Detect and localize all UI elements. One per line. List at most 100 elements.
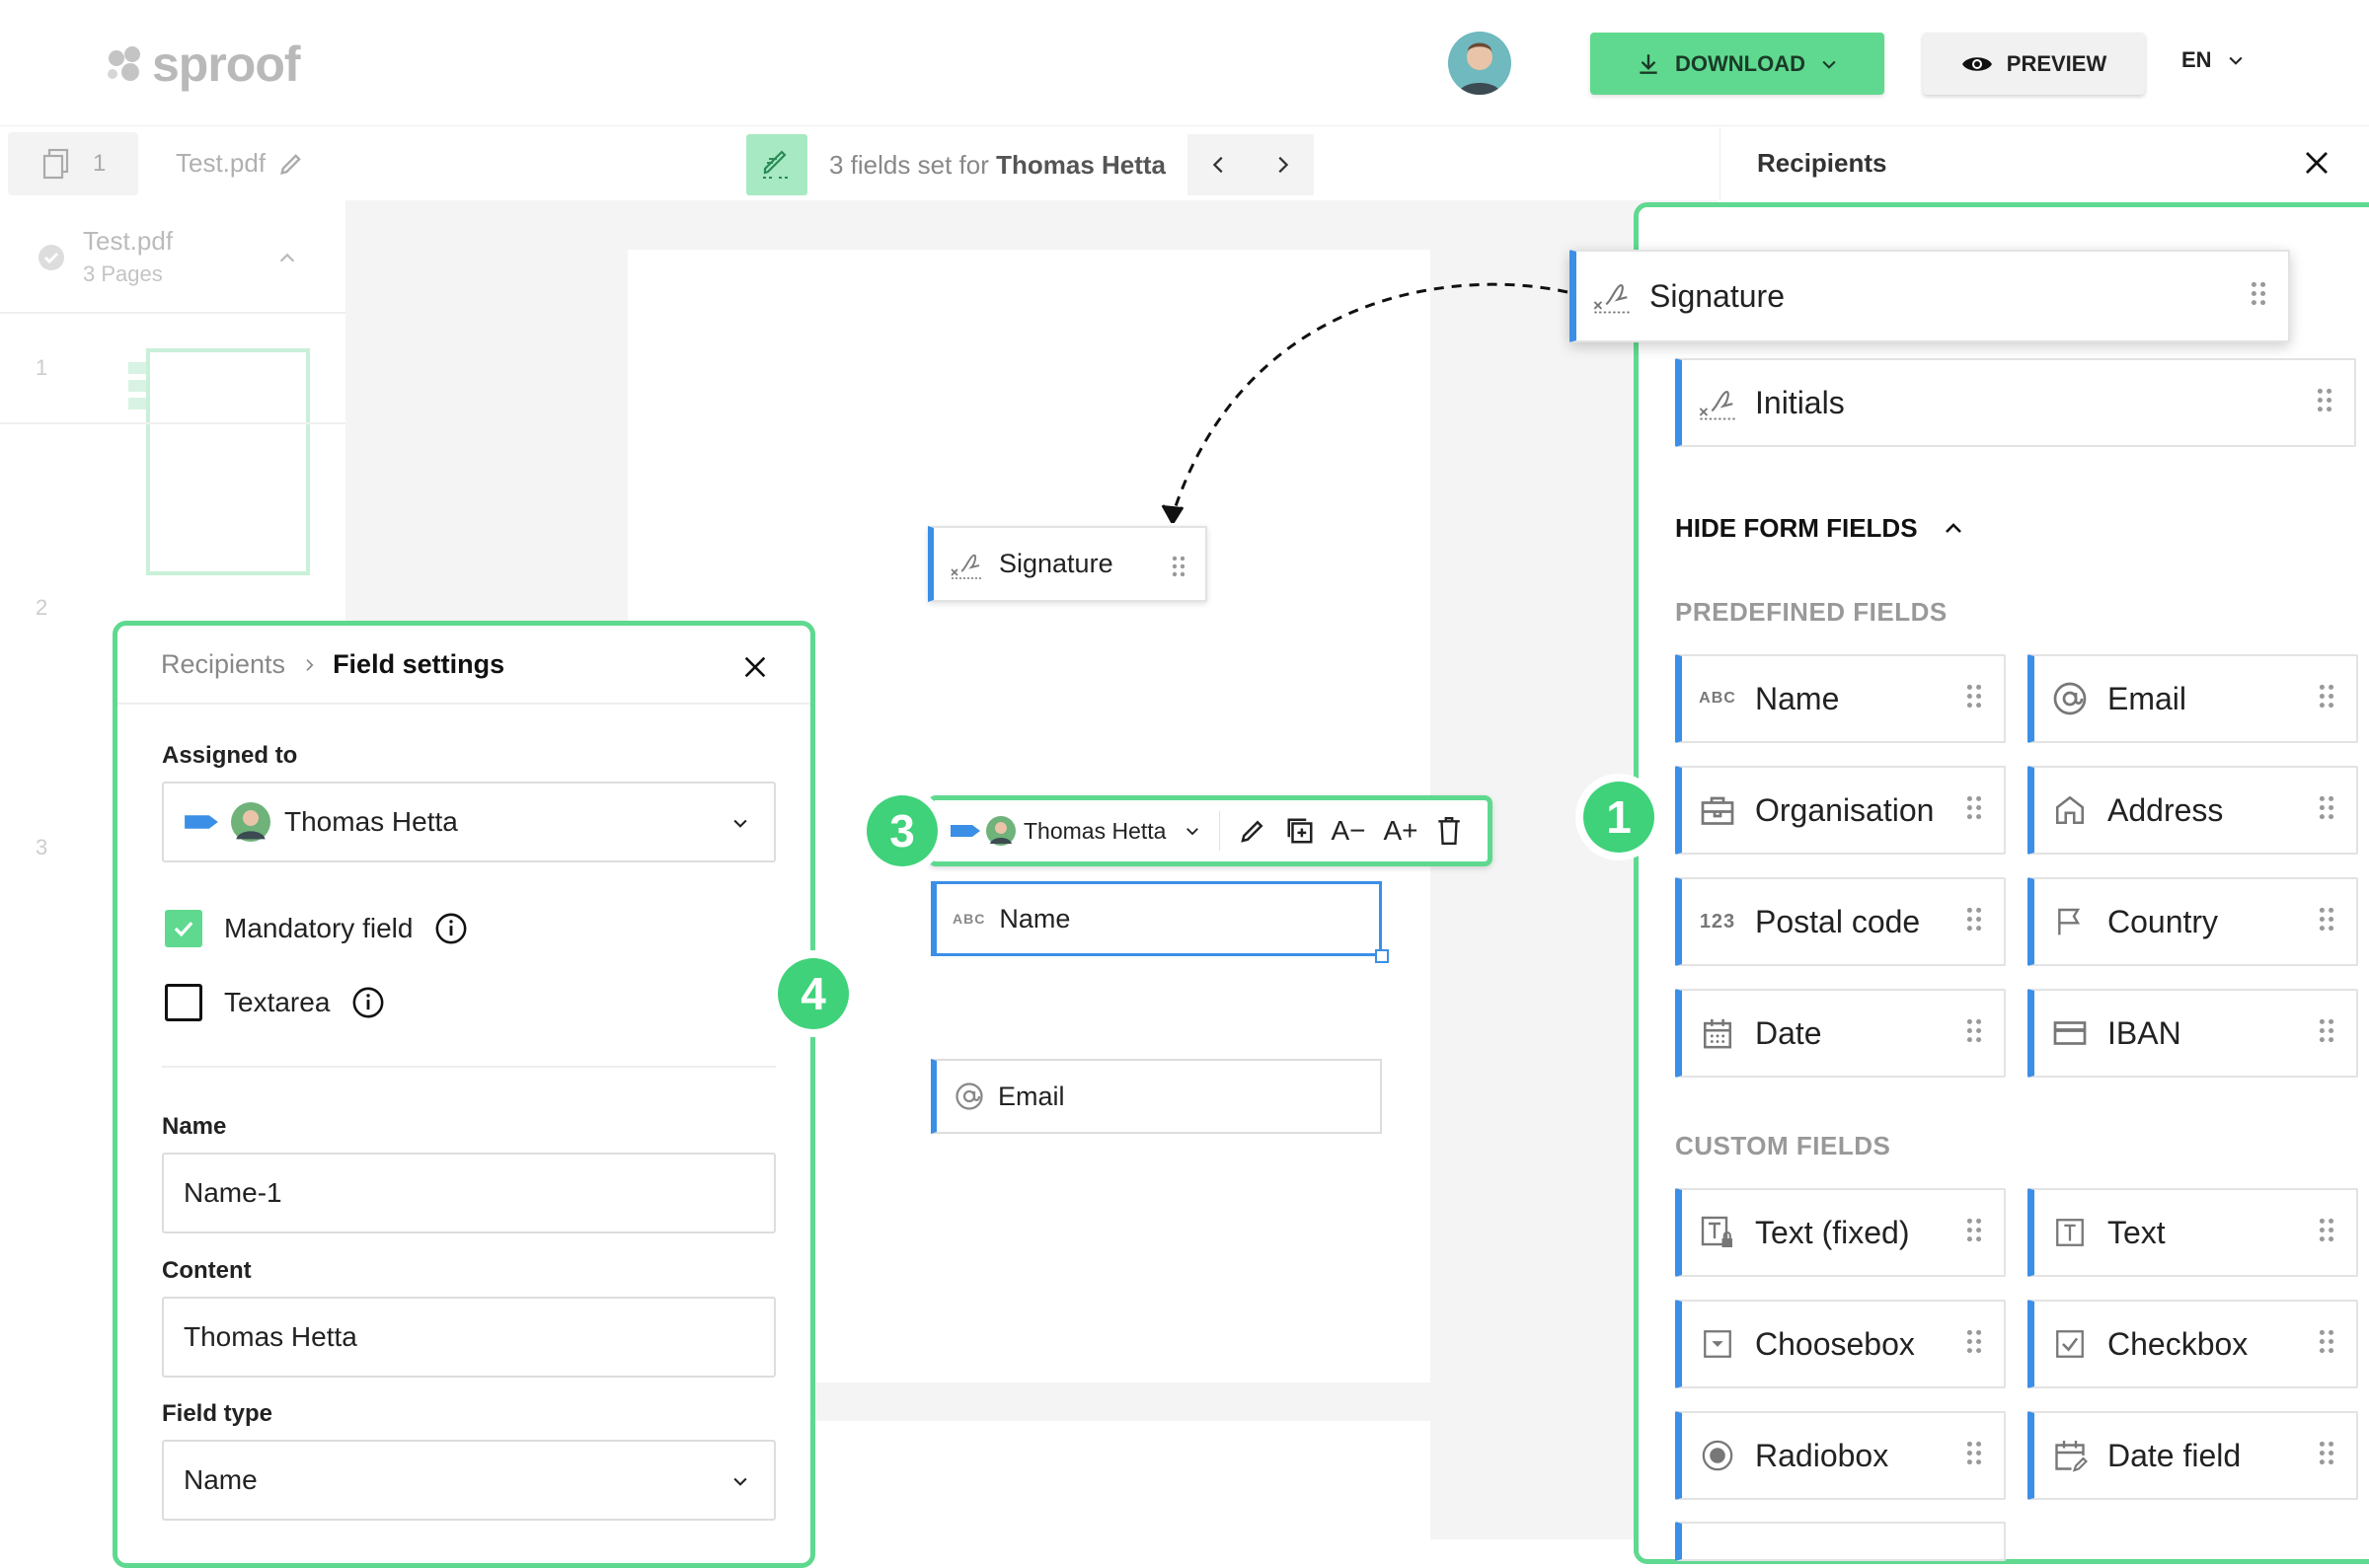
download-icon [1640, 53, 1657, 74]
field-partial[interactable] [1675, 1522, 2006, 1561]
name-input[interactable]: Name-1 [162, 1153, 776, 1233]
edit-pencil-icon[interactable] [1238, 816, 1267, 846]
field-date[interactable]: Date [1675, 989, 2006, 1078]
signature-fields-icon [746, 134, 807, 195]
drag-handle-icon[interactable] [2319, 681, 2334, 717]
breadcrumb: Recipients Field settings [161, 649, 504, 680]
info-icon[interactable] [434, 912, 468, 945]
language-select[interactable]: EN [2181, 47, 2246, 73]
initials-field-label: Initials [1755, 384, 1845, 420]
chevron-down-icon[interactable] [1184, 822, 1201, 840]
fields-status: 3 fields set for Thomas Hetta [746, 134, 1315, 195]
close-icon[interactable] [741, 653, 769, 681]
drag-handle-icon[interactable] [2319, 1015, 2334, 1052]
sproof-logo[interactable]: sproof [107, 36, 301, 93]
hide-form-fields-label: HIDE FORM FIELDS [1675, 513, 1918, 543]
step-badge-3: 3 [867, 795, 938, 866]
info-icon[interactable] [351, 986, 385, 1019]
divider [117, 703, 810, 705]
content-input[interactable]: Thomas Hetta [162, 1297, 776, 1378]
canvas-signature-field[interactable]: Signature [928, 526, 1207, 602]
chevron-up-icon[interactable] [276, 248, 298, 269]
field-choosebox[interactable]: Choosebox [1675, 1300, 2006, 1388]
logo-text: sproof [152, 37, 301, 92]
mandatory-field-option: Mandatory field [165, 910, 468, 947]
drag-handle-icon[interactable] [2319, 1326, 2334, 1363]
field-email[interactable]: Email [2027, 654, 2358, 743]
page-count[interactable]: 1 [8, 132, 138, 195]
field-iban-label: IBAN [2107, 1014, 2181, 1051]
field-address[interactable]: Address [2027, 766, 2358, 855]
drag-handle-icon[interactable] [1172, 556, 1185, 577]
field-radiobox[interactable]: Radiobox [1675, 1411, 2006, 1500]
drag-handle-icon[interactable] [1966, 1015, 1982, 1052]
drag-handle-icon[interactable] [2251, 278, 2266, 315]
close-recipients-button[interactable] [2302, 148, 2331, 183]
pencil-icon[interactable] [277, 150, 305, 178]
dragging-signature-field[interactable]: Signature [1569, 250, 2290, 342]
hide-form-fields-toggle[interactable]: HIDE FORM FIELDS [1675, 513, 1965, 544]
field-name[interactable]: ABC Name [1675, 654, 2006, 743]
drag-handle-icon[interactable] [2319, 1438, 2334, 1474]
mandatory-checkbox[interactable] [165, 910, 202, 947]
field-iban[interactable]: IBAN [2027, 989, 2358, 1078]
document-name[interactable]: Test.pdf [176, 148, 305, 179]
field-text[interactable]: Text [2027, 1188, 2358, 1277]
drag-handle-icon[interactable] [2319, 792, 2334, 829]
field-organisation[interactable]: Organisation [1675, 766, 2006, 855]
drag-handle-icon[interactable] [2319, 1215, 2334, 1251]
sidebar-doc-pages: 3 Pages [83, 261, 163, 286]
signature-icon [951, 554, 981, 579]
field-type-select[interactable]: Name [162, 1440, 776, 1521]
field-country[interactable]: Country [2027, 877, 2358, 966]
assigned-to-select[interactable]: Thomas Hetta [162, 782, 776, 862]
page-thumbnail-1[interactable] [146, 348, 310, 575]
prev-field-button[interactable] [1187, 134, 1252, 195]
briefcase-icon [1698, 793, 1737, 827]
field-checkbox[interactable]: Checkbox [2027, 1300, 2358, 1388]
drag-handle-icon[interactable] [1966, 1326, 1982, 1363]
drag-arrow [1161, 282, 1568, 523]
textarea-checkbox[interactable] [165, 984, 202, 1021]
top-bar: sproof DOWNLOAD PREVIEW EN [0, 0, 2369, 126]
user-avatar[interactable] [1448, 32, 1511, 95]
duplicate-icon[interactable] [1285, 816, 1315, 846]
text-fixed-icon [1698, 1215, 1737, 1250]
canvas-email-field[interactable]: Email [931, 1059, 1382, 1134]
drag-handle-icon[interactable] [2317, 385, 2332, 421]
chevron-down-icon [733, 1477, 747, 1486]
increase-font-button[interactable]: A+ [1383, 815, 1418, 846]
next-field-button[interactable] [1251, 134, 1315, 195]
field-type-label: Field type [162, 1400, 273, 1427]
trash-icon[interactable] [1436, 816, 1462, 846]
download-button[interactable]: DOWNLOAD [1590, 33, 1884, 95]
field-postal-code[interactable]: 123 Postal code [1675, 877, 2006, 966]
drag-handle-icon[interactable] [1966, 792, 1982, 829]
initials-field[interactable]: Initials [1675, 358, 2356, 447]
drag-handle-icon[interactable] [2319, 904, 2334, 940]
canvas-signature-label: Signature [999, 549, 1113, 578]
canvas-name-field[interactable]: ABC Name [931, 881, 1389, 963]
resize-handle[interactable] [1375, 949, 1389, 963]
chevron-right-icon [1278, 156, 1289, 174]
document-name-text: Test.pdf [176, 148, 267, 178]
recipients-header [1719, 127, 2369, 200]
field-name-label: Name [1755, 680, 1840, 716]
drag-handle-icon[interactable] [1966, 1438, 1982, 1474]
drag-handle-icon[interactable] [1966, 681, 1982, 717]
field-date-field[interactable]: Date field [2027, 1411, 2358, 1500]
drag-handle-icon[interactable] [1966, 904, 1982, 940]
flag-icon [2050, 905, 2090, 938]
chevron-right-icon [306, 658, 314, 671]
field-text-fixed[interactable]: Text (fixed) [1675, 1188, 2006, 1277]
radio-icon [1698, 1439, 1737, 1472]
breadcrumb-recipients[interactable]: Recipients [161, 649, 286, 679]
field-organisation-label: Organisation [1755, 791, 1935, 828]
decrease-font-button[interactable]: A− [1331, 815, 1366, 846]
sidebar-document[interactable]: Test.pdf 3 Pages [0, 200, 345, 314]
sidebar-doc-title: Test.pdf [83, 226, 174, 256]
drag-handle-icon[interactable] [1966, 1215, 1982, 1251]
field-country-label: Country [2107, 903, 2219, 939]
toolbar-recipient-name[interactable]: Thomas Hetta [1024, 817, 1167, 844]
preview-button[interactable]: PREVIEW [1923, 33, 2145, 95]
